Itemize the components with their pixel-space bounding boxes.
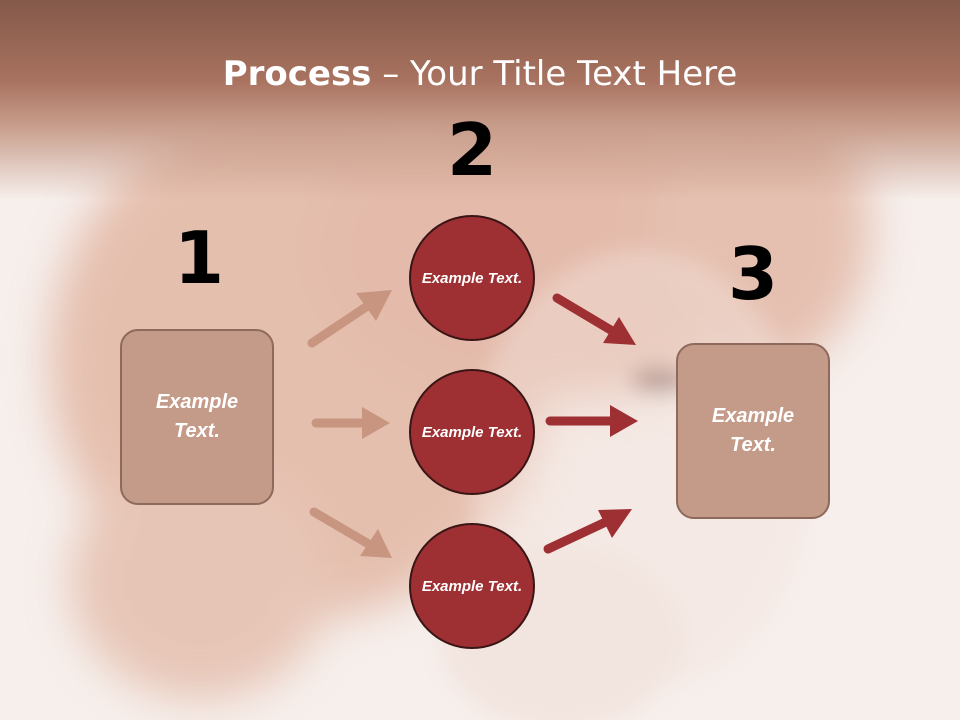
step-2-circle-top[interactable]: Example Text. — [409, 215, 535, 341]
arrow-to-top-circle — [307, 290, 392, 348]
title-bold: Process — [222, 54, 372, 94]
step-2-circle-bottom[interactable]: Example Text. — [409, 523, 535, 649]
step-number-1: 1 — [173, 216, 225, 300]
arrow-to-middle-circle — [311, 407, 390, 439]
title-rest: – Your Title Text Here — [371, 54, 738, 94]
step-2-circle-top-text: Example Text. — [421, 269, 523, 287]
step-2-circle-bottom-text: Example Text. — [421, 577, 523, 595]
step-number-2: 2 — [446, 108, 498, 192]
step-number-3: 3 — [727, 232, 779, 316]
header-band — [0, 0, 960, 200]
step-2-circle-middle[interactable]: Example Text. — [409, 369, 535, 495]
arrow-from-top-circle — [552, 293, 636, 345]
step-2-circle-middle-text: Example Text. — [421, 423, 523, 441]
arrow-from-middle-circle — [545, 405, 638, 437]
step-1-box[interactable]: Example Text. — [120, 329, 274, 505]
arrow-to-bottom-circle — [309, 507, 392, 558]
arrow-from-bottom-circle — [543, 509, 632, 554]
page-title: Process – Your Title Text Here — [0, 54, 960, 94]
step-3-box[interactable]: Example Text. — [676, 343, 830, 519]
step-1-box-text: Example Text. — [155, 391, 239, 442]
step-3-box-text: Example Text. — [711, 405, 795, 456]
